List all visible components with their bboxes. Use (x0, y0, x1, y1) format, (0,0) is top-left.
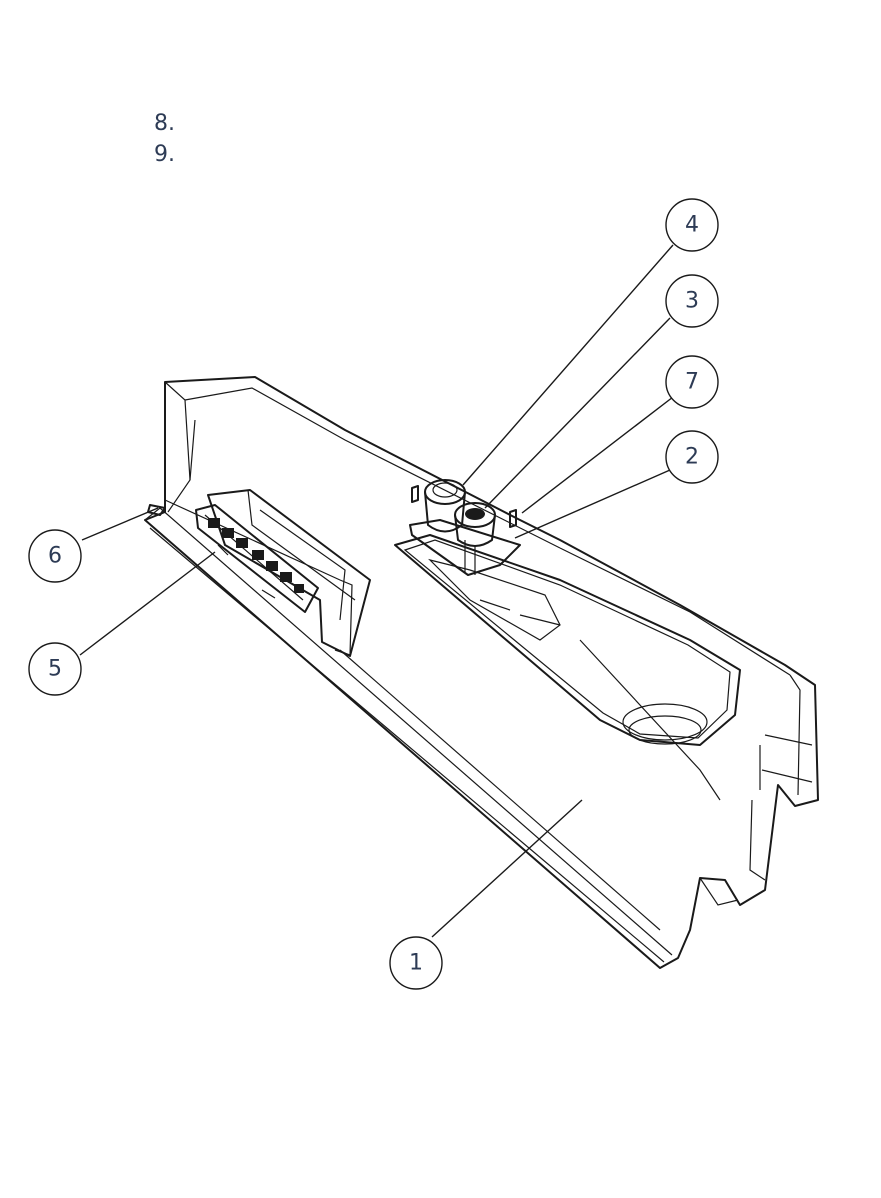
balloon-5: 5 (28, 642, 82, 696)
balloon-4: 4 (665, 198, 719, 252)
svg-text:6: 6 (48, 544, 62, 569)
step-item: 8. (154, 111, 175, 136)
step-item: 9. (154, 142, 175, 167)
step-list: 8. 9. (154, 108, 175, 170)
svg-text:1: 1 (409, 951, 423, 976)
balloon-1: 1 (389, 936, 443, 990)
switch-panel (195, 489, 371, 657)
balloon-7: 7 (665, 355, 719, 409)
screw (147, 504, 166, 516)
svg-text:2: 2 (685, 445, 699, 470)
svg-text:3: 3 (685, 289, 699, 314)
leader-lines (79, 244, 674, 938)
balloon-2: 2 (665, 430, 719, 484)
svg-text:5: 5 (48, 657, 62, 682)
svg-text:7: 7 (685, 370, 699, 395)
balloon-3: 3 (665, 274, 719, 328)
console-body (144, 376, 819, 969)
rocker-switches (208, 518, 304, 593)
svg-text:4: 4 (685, 213, 699, 238)
balloon-6: 6 (28, 529, 82, 583)
outlet-assembly (409, 479, 521, 576)
